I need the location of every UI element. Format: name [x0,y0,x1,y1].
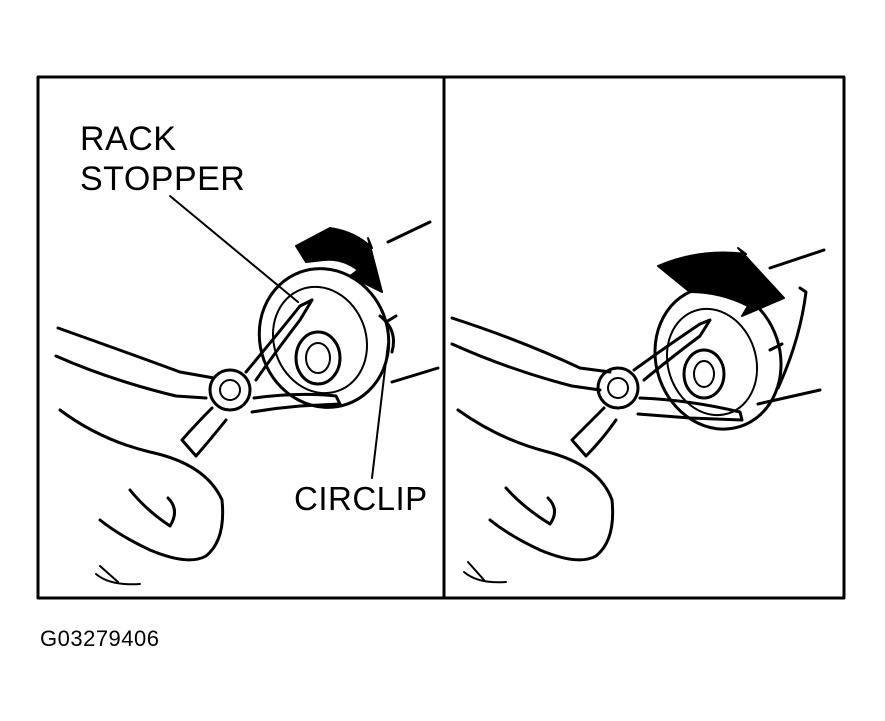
right-panel-frame [442,75,846,600]
right-pliers-pivot-center [607,377,629,399]
right-circlip [768,286,808,390]
left-housing-bottom-line [390,366,440,384]
right-rotation-arrow [657,247,785,317]
left-pliers-grip [180,406,228,458]
left-hand-nail [95,565,141,586]
left-rack-stopper-ring [257,267,391,409]
right-pliers-grip [570,406,618,458]
left-bore [294,330,342,386]
left-pliers-handle-lower [54,354,208,400]
left-rack-stopper-inner [271,285,369,395]
right-housing-top-line [768,248,826,270]
rack-stopper-label-line1: RACK [80,120,177,158]
right-hand [456,408,615,562]
left-pliers-handle-upper [56,326,216,380]
right-rack-stopper-inner [665,307,759,417]
left-housing-top-line [386,220,432,244]
left-panel-illustration [54,195,440,586]
left-bore-inner [305,342,331,374]
circlip-leader [371,343,389,479]
left-pliers-jaw-upper [244,298,314,382]
diagram-frames [36,75,846,600]
rack-stopper-leader [169,195,299,303]
right-bore [682,348,726,400]
left-rotation-arrow [295,227,383,293]
right-pliers-handle-upper [450,316,612,374]
rack-stopper-label-line2: STOPPER [80,160,246,198]
right-pliers-jaw-upper [632,318,712,382]
right-hand-finger [504,486,556,526]
left-hand-finger [128,488,176,528]
right-pliers-handle-lower [450,342,602,392]
right-pliers-jaw-lower [636,396,744,422]
figure-code: G03279406 [40,626,160,651]
left-circlip [378,314,398,354]
left-pliers-pivot-center [219,379,241,401]
right-bore-inner [693,360,715,388]
left-pliers-jaw-lower [250,392,342,414]
right-pliers-pivot [596,366,640,410]
right-housing-bottom-line [756,388,822,406]
right-panel-illustration [450,247,826,584]
left-pliers-pivot [208,368,252,412]
left-hand [58,408,225,562]
circlip-label: CIRCLIP [292,480,430,517]
right-hand-nail [463,561,507,584]
